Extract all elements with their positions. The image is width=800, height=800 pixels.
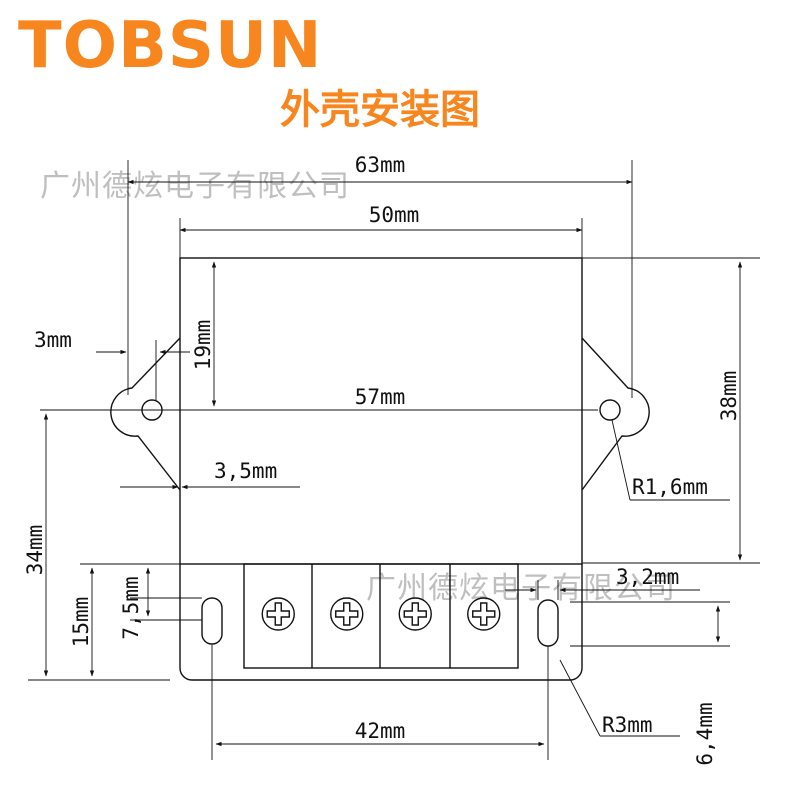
left-mounting-slot bbox=[201, 597, 223, 645]
right-mounting-slot bbox=[537, 599, 559, 647]
right-mounting-hole bbox=[599, 399, 621, 421]
brand-logo: TOBSUN bbox=[18, 9, 323, 83]
dim-slot-height: 7,5mm bbox=[119, 576, 143, 639]
terminal-screw bbox=[261, 597, 295, 631]
right-mounting-flange bbox=[581, 337, 650, 491]
dim-flange-offset: 3mm bbox=[34, 328, 72, 352]
enclosure-body bbox=[179, 257, 583, 565]
terminal-screw bbox=[330, 597, 364, 631]
dim-upper-height: 19mm bbox=[191, 320, 215, 371]
dim-slot-bottom: 6,4mm bbox=[693, 702, 717, 765]
dim-total-height: 38mm bbox=[717, 371, 741, 422]
dim-terminal-height: 15mm bbox=[69, 597, 93, 648]
terminal-screw bbox=[467, 597, 501, 631]
watermark-bottom: 广州德炫电子有限公司 bbox=[366, 571, 676, 606]
dim-corner-radius: R3mm bbox=[602, 713, 653, 737]
dim-overall-width: 63mm bbox=[355, 153, 406, 177]
terminal-screw bbox=[398, 597, 432, 631]
dim-body-width: 50mm bbox=[369, 203, 420, 227]
terminal-block bbox=[243, 563, 519, 669]
terminal-strip bbox=[179, 564, 583, 681]
dim-hole-radius: R1,6mm bbox=[632, 475, 708, 499]
left-mounting-flange bbox=[110, 337, 181, 491]
dim-slot-width: 3,2mm bbox=[616, 565, 679, 589]
dim-slot-spacing: 42mm bbox=[355, 719, 406, 743]
dim-hole-inset: 3,5mm bbox=[214, 459, 277, 483]
diagram-title: 外壳安装图 bbox=[280, 87, 480, 133]
watermark-top: 广州德炫电子有限公司 bbox=[40, 169, 350, 204]
dim-hole-height: 34mm bbox=[23, 525, 47, 576]
dim-hole-spacing: 57mm bbox=[355, 385, 406, 409]
